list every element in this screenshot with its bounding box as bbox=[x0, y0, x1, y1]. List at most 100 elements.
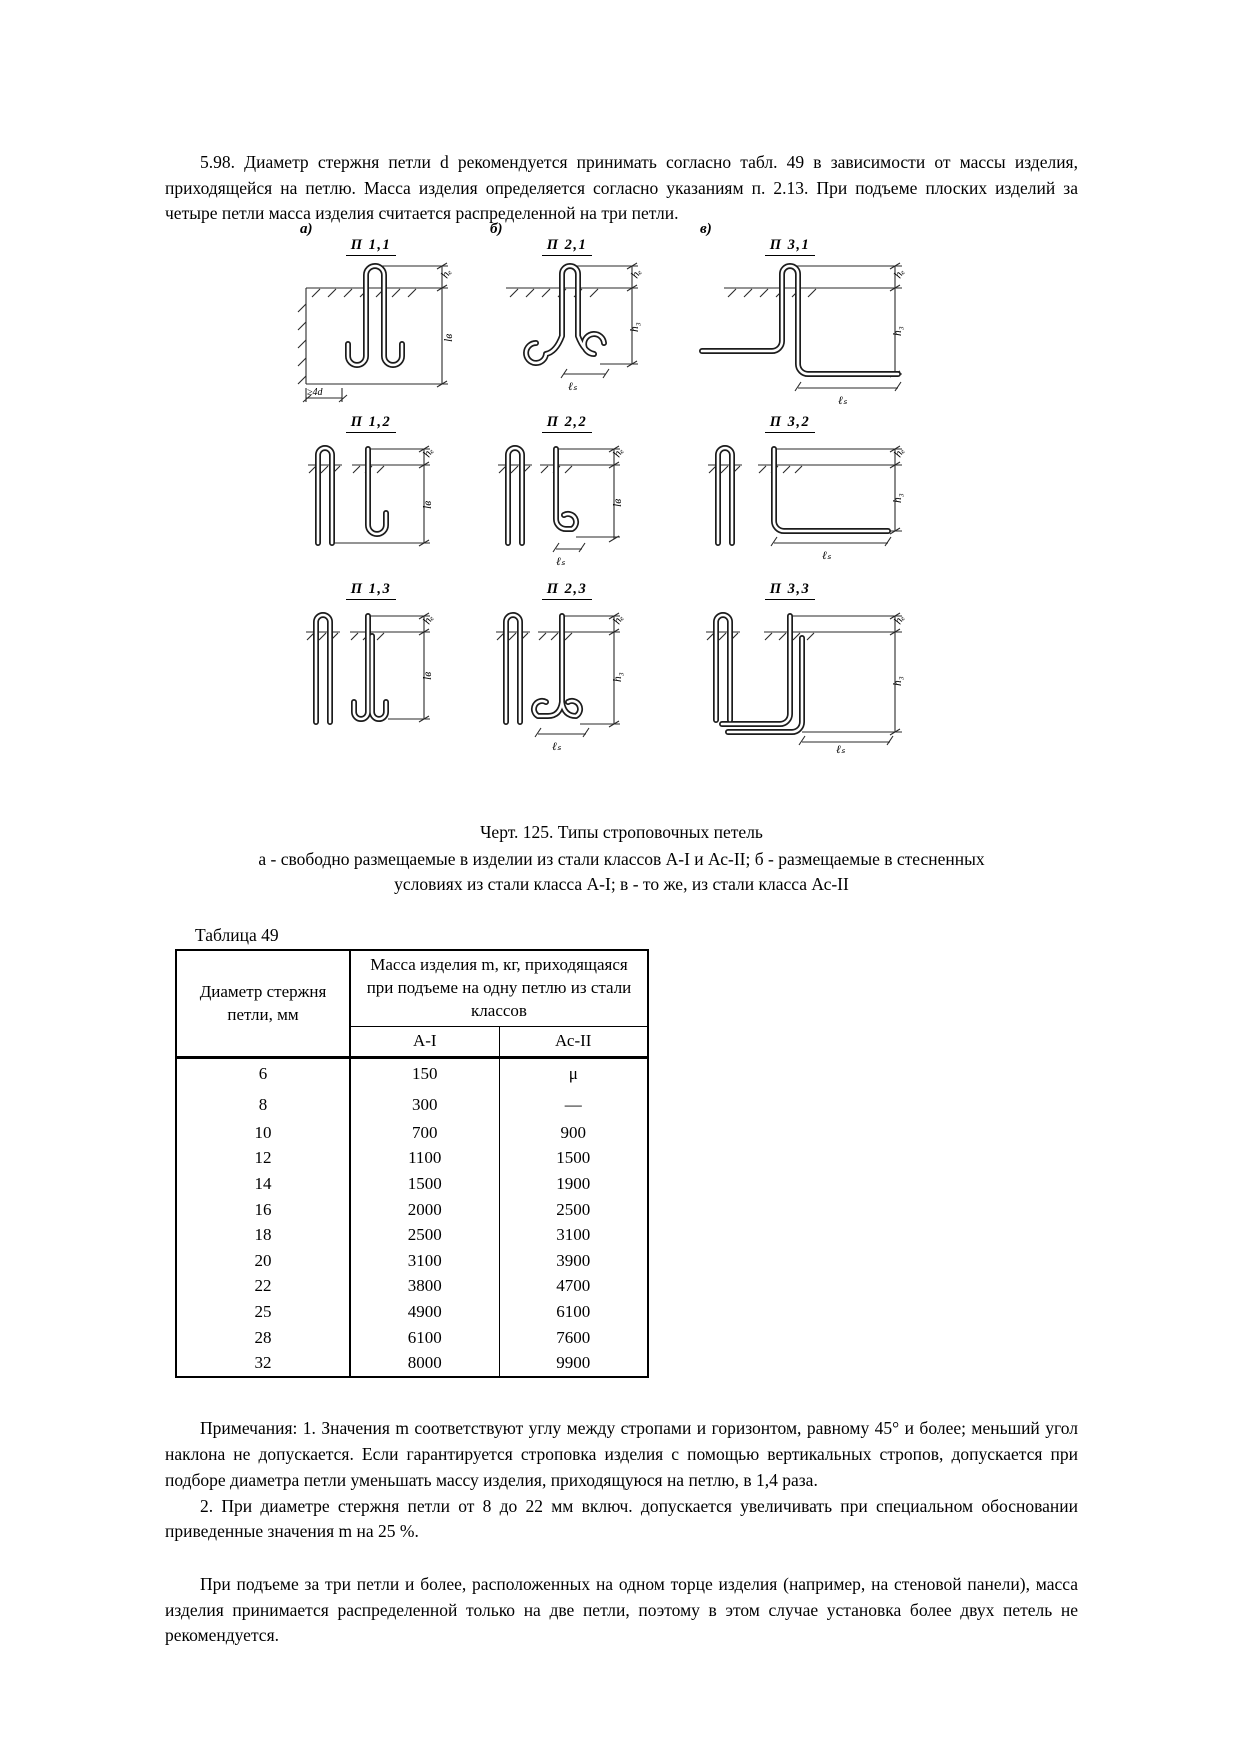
figure-cell-p22: П 2,2 hₑ lв ℓₛ bbox=[480, 410, 690, 577]
bar-path bbox=[316, 615, 386, 722]
cell-label: П 3,3 bbox=[764, 581, 816, 601]
loop-drawing-p23: hₑ h₃ ℓₛ bbox=[496, 602, 626, 753]
dim-label-ls: ℓₛ bbox=[556, 556, 566, 568]
figure-caption: Черт. 125. Типы строповочных петель а - … bbox=[165, 820, 1078, 897]
figure-cell-p11: а) П 1,1 hₑ lв ≥4d bbox=[290, 221, 480, 410]
dim-label-h3: h₃ bbox=[612, 672, 624, 682]
dimension-lines bbox=[302, 262, 448, 403]
cell-label: П 3,1 bbox=[764, 237, 816, 257]
table-cell: 22 bbox=[176, 1273, 351, 1300]
table-cell: 18 bbox=[176, 1222, 351, 1249]
bar-path bbox=[702, 266, 898, 374]
dim-label-he: hₑ bbox=[611, 613, 626, 627]
figure-caption-subtitle: а - свободно размещаемые в изделии из ст… bbox=[258, 848, 985, 894]
table-cell: 28 bbox=[176, 1325, 351, 1351]
table-cell: 3100 bbox=[556, 1225, 591, 1245]
bar-path bbox=[318, 448, 386, 543]
loops-table: Диаметр стержня петли, мм Масса изделия … bbox=[175, 949, 649, 1379]
table-cell: 4900 bbox=[350, 1299, 500, 1326]
ground-hatch bbox=[724, 287, 828, 298]
dim-label-he: hₑ bbox=[629, 267, 644, 281]
document-page: 5.98. Диаметр стержня петли d рекомендуе… bbox=[165, 152, 1078, 1646]
table-cell: 700 bbox=[350, 1120, 500, 1146]
figure-cell-p31: в) П 3,1 hₑ h₃ ℓₛ bbox=[690, 221, 970, 410]
dim-label-h3: h₃ bbox=[892, 493, 904, 503]
table-header: Диаметр стержня петли, мм Масса изделия … bbox=[176, 950, 648, 1058]
table-cell: — bbox=[564, 1094, 582, 1114]
table-cell: 900 bbox=[560, 1122, 587, 1142]
bar-path bbox=[526, 266, 604, 363]
header-diameter: Диаметр стержня петли, мм bbox=[176, 950, 351, 1058]
table-cell: 3900 bbox=[556, 1250, 591, 1270]
table-cell: 6100 bbox=[350, 1325, 500, 1351]
cell-label: П 3,2 bbox=[764, 414, 816, 434]
column-letter-b: б) bbox=[490, 221, 503, 238]
table-cell: 8 bbox=[176, 1089, 351, 1121]
notes-paragraph-1: Примечания: 1. Значения m соответствуют … bbox=[165, 1418, 1078, 1490]
dim-label-he: hₑ bbox=[892, 267, 907, 281]
bar-path bbox=[506, 615, 580, 722]
figure-chert-125: а) П 1,1 hₑ lв ≥4d bbox=[290, 221, 1078, 754]
loop-drawing-p12: hₑ lв bbox=[308, 435, 436, 547]
paragraph-5-98: 5.98. Диаметр стержня петли d рекомендуе… bbox=[165, 152, 1078, 224]
figure-caption-title: Черт. 125. Типы строповочных петель bbox=[480, 822, 763, 843]
dim-label-he: hₑ bbox=[892, 613, 907, 627]
dim-label-he: hₑ bbox=[892, 446, 907, 460]
loop-drawing-p32: hₑ h₃ ℓₛ bbox=[708, 435, 907, 562]
loop-drawing-p11: hₑ lв ≥4d bbox=[297, 262, 455, 403]
subheader-ac2: Ас-II bbox=[555, 1031, 592, 1051]
column-letter-a: а) bbox=[300, 221, 313, 238]
dim-label-ls: ℓₛ bbox=[838, 395, 848, 407]
table-cell: 1900 bbox=[556, 1173, 591, 1193]
table-cell: 6100 bbox=[556, 1302, 591, 1322]
table-cell: μ bbox=[568, 1064, 578, 1084]
table-cell: 1500 bbox=[350, 1171, 500, 1198]
table-cell: 150 bbox=[350, 1057, 500, 1090]
table-cell: 3100 bbox=[350, 1248, 500, 1274]
notes-paragraph-2: 2. При диаметре стержня петли от 8 до 22… bbox=[165, 1495, 1078, 1542]
ground-hatch bbox=[708, 464, 806, 474]
table-cell: 12 bbox=[176, 1145, 351, 1172]
table-cell: 8000 bbox=[350, 1350, 500, 1378]
cell-label: П 1,2 bbox=[345, 414, 397, 434]
table-cell: 3800 bbox=[350, 1273, 500, 1300]
ground-hatch bbox=[297, 287, 420, 385]
column-letter-v: в) bbox=[700, 221, 712, 238]
table-cell: 300 bbox=[350, 1089, 500, 1121]
table-cell: 9900 bbox=[556, 1353, 591, 1373]
dim-label-4d: ≥4d bbox=[307, 387, 323, 398]
dim-label-h3: h₃ bbox=[629, 322, 641, 332]
dim-label-ls: ℓₛ bbox=[568, 381, 578, 393]
dim-label-he: hₑ bbox=[439, 267, 454, 281]
table-label: Таблица 49 bbox=[195, 925, 279, 946]
dim-label-ls: ℓₛ bbox=[836, 744, 846, 754]
loop-drawing-p31: hₑ h₃ ℓₛ bbox=[690, 262, 907, 407]
bar-path bbox=[718, 448, 888, 543]
closing-paragraph: При подъеме за три петли и более, распол… bbox=[165, 1573, 1078, 1646]
dim-label-lv: lв bbox=[422, 672, 434, 680]
table-cell: 10 bbox=[176, 1120, 351, 1146]
table-cell: 20 bbox=[176, 1248, 351, 1274]
dim-label-lv: lв bbox=[612, 499, 624, 507]
dim-label-h3: h₃ bbox=[892, 676, 904, 686]
loop-drawing-p33: hₑ h₃ ℓₛ bbox=[706, 602, 907, 754]
figure-cell-p23: П 2,3 hₑ h₃ ℓₛ bbox=[480, 577, 690, 754]
loop-drawing-p13: hₑ lв bbox=[306, 602, 436, 754]
cell-label: П 2,1 bbox=[541, 237, 593, 257]
bar-path bbox=[348, 266, 402, 365]
figure-cell-p32: П 3,2 hₑ h₃ ℓₛ bbox=[690, 410, 970, 577]
loop-drawing-p22: hₑ lв ℓₛ bbox=[498, 435, 626, 568]
table-cell: 16 bbox=[176, 1197, 351, 1223]
table-cell: 32 bbox=[176, 1350, 351, 1378]
table-cell: 25 bbox=[176, 1299, 351, 1326]
dimension-lines bbox=[368, 612, 430, 723]
dimension-lines bbox=[560, 262, 638, 379]
table-cell: 7600 bbox=[556, 1327, 591, 1347]
dim-label-ls: ℓₛ bbox=[552, 741, 562, 753]
table-cell: 14 bbox=[176, 1171, 351, 1198]
